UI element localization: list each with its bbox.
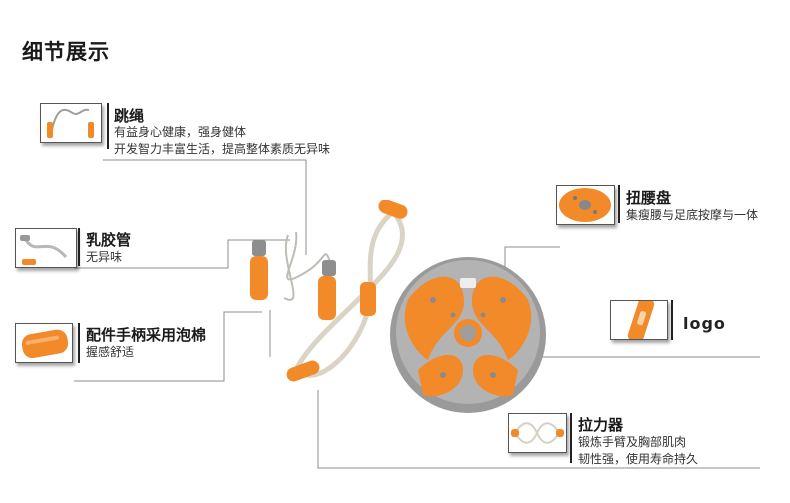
twist-disc-desc: 集瘦腰与足底按摩与一体 [626,208,759,222]
jump-rope-desc-2: 开发智力丰富生活，提高整体素质无异味 [114,142,331,156]
expander-tube [292,208,405,378]
expander-center-band [360,282,376,316]
expander-desc-2: 韧性强，使用寿命持久 [578,452,699,466]
foam-handle-thumbnail [15,323,73,363]
logo-label: logo [683,314,726,333]
twist-disc-thumbnail [556,185,615,225]
expander-desc-1: 锻炼手臂及胸部肌肉 [578,435,687,449]
jump-rope-thumbnail [40,103,102,143]
expander-thumbnail [508,413,567,453]
jump-rope-bar [107,103,109,149]
expander-handle-top [378,200,408,219]
jump-rope-icon [47,108,94,138]
latex-tube-bar [78,228,80,266]
twist-disc-bar [618,185,620,223]
latex-tube-thumbnail [15,228,77,268]
jump-rope-cord [283,231,335,301]
foam-handle-bar [78,323,80,363]
expander-title: 拉力器 [578,416,624,434]
twist-disc [390,257,546,413]
jump-rope-title: 跳绳 [114,107,145,125]
product-illustration [250,200,546,413]
twist-disc-icon [559,188,611,222]
expander-bar [570,413,572,463]
logo-bar [671,300,673,340]
latex-tube-title: 乳胶管 [86,231,132,249]
expander-icon [511,422,564,444]
jump-rope-desc-1: 有益身心健康，强身健体 [114,125,247,139]
latex-tube-icon [20,235,68,265]
expander-handle-bottom [286,360,320,382]
twist-disc-title: 扭腰盘 [626,189,672,207]
foam-handle-icon [21,329,69,359]
page-title: 细节展示 [22,40,110,64]
logo-thumbnail [610,300,668,340]
foam-handle-title: 配件手柄采用泡棉 [86,326,207,344]
jump-rope-handle-right [318,260,336,320]
logo-handle-icon [627,301,655,339]
latex-tube-desc: 无异味 [86,250,123,264]
foam-handle-desc: 握感舒适 [86,345,135,359]
jump-rope-handle-left [250,240,268,300]
